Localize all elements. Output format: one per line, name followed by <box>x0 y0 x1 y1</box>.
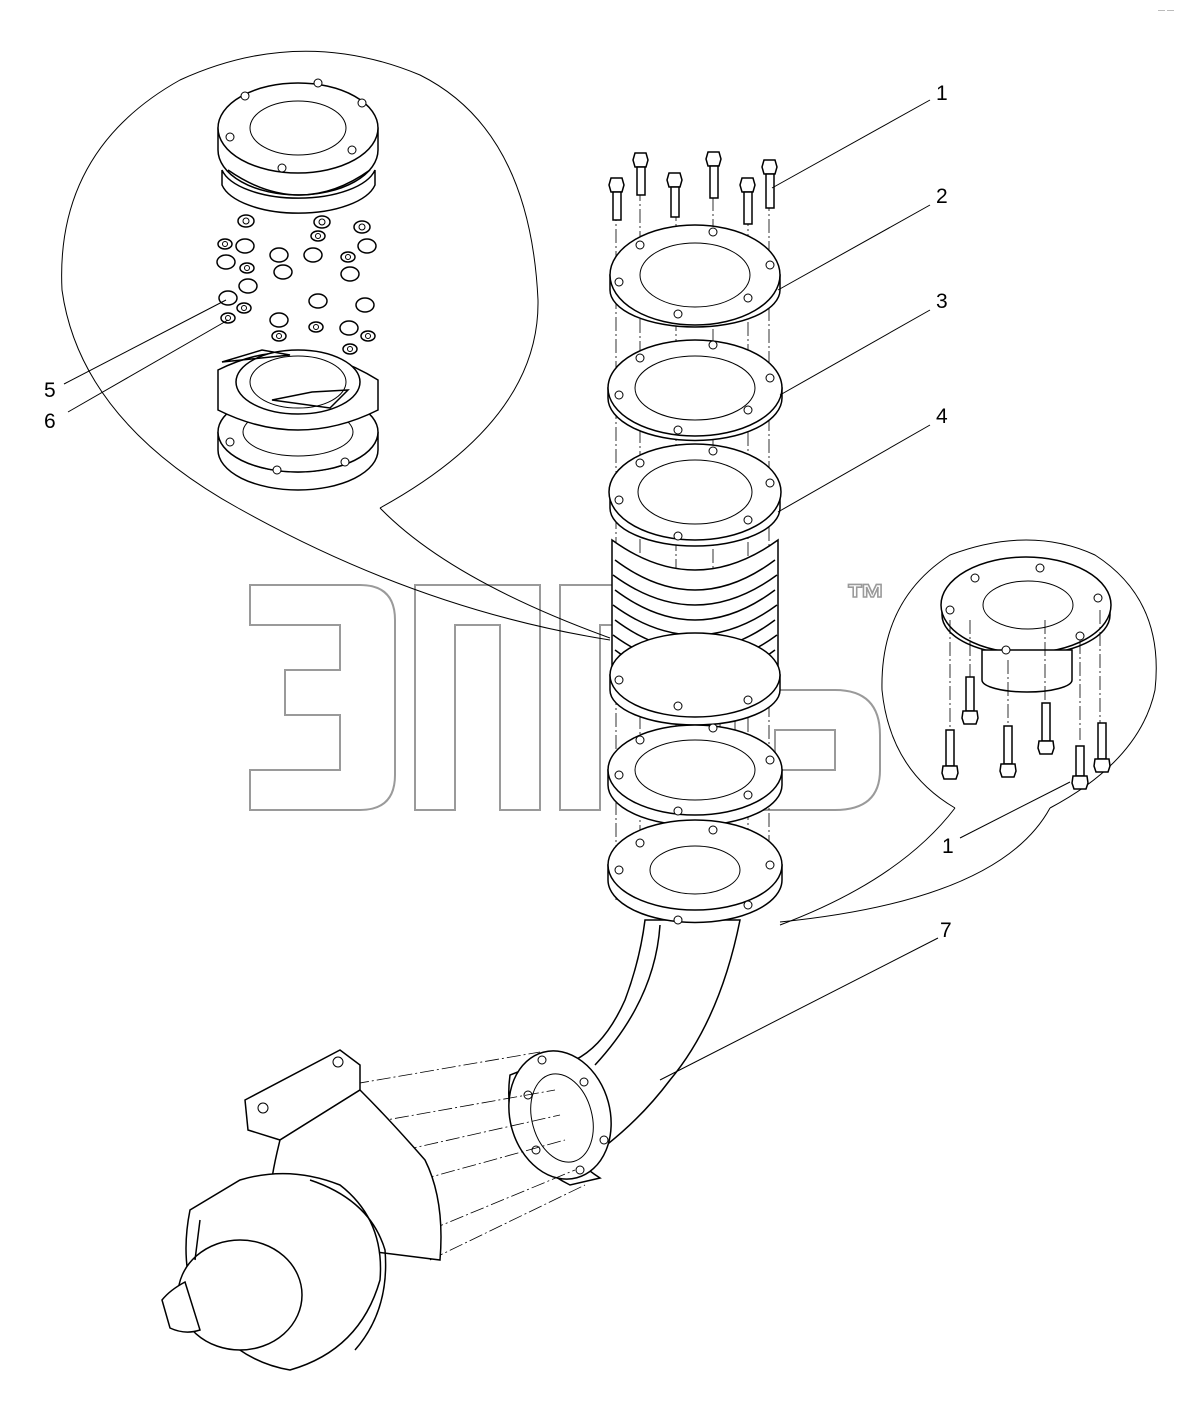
callout-labels: 1 2 3 4 5 6 1 7 <box>44 82 954 942</box>
callout-3: 3 <box>936 290 948 313</box>
bolts-top <box>608 151 778 225</box>
compensator-4 <box>608 443 782 726</box>
callout-7: 7 <box>940 919 952 942</box>
detail-lower-flange <box>217 349 379 491</box>
detail-upper-flange <box>217 78 379 214</box>
callout-2: 2 <box>936 185 948 208</box>
detail-circle-left <box>61 50 611 641</box>
leader-lines <box>63 99 1071 1081</box>
callout-1-right: 1 <box>942 835 954 858</box>
detail-nuts-and-washers <box>216 214 377 355</box>
detail-right-flange <box>940 556 1112 740</box>
corner-mark: — — <box>1158 7 1174 14</box>
callout-4: 4 <box>936 405 948 428</box>
callout-1-top: 1 <box>936 82 948 105</box>
gasket-3 <box>607 339 783 442</box>
turbocharger <box>161 1049 442 1371</box>
callout-5: 5 <box>44 379 56 402</box>
gasket-lower <box>607 723 783 827</box>
detail-circle-right <box>779 539 1157 926</box>
watermark-trademark: ™ <box>846 577 886 621</box>
watermark-logo <box>249 584 881 811</box>
detail-right-bolts <box>941 676 1111 790</box>
callout-6: 6 <box>44 410 56 433</box>
pipe-7 <box>508 819 783 1186</box>
flange-2 <box>609 224 781 328</box>
